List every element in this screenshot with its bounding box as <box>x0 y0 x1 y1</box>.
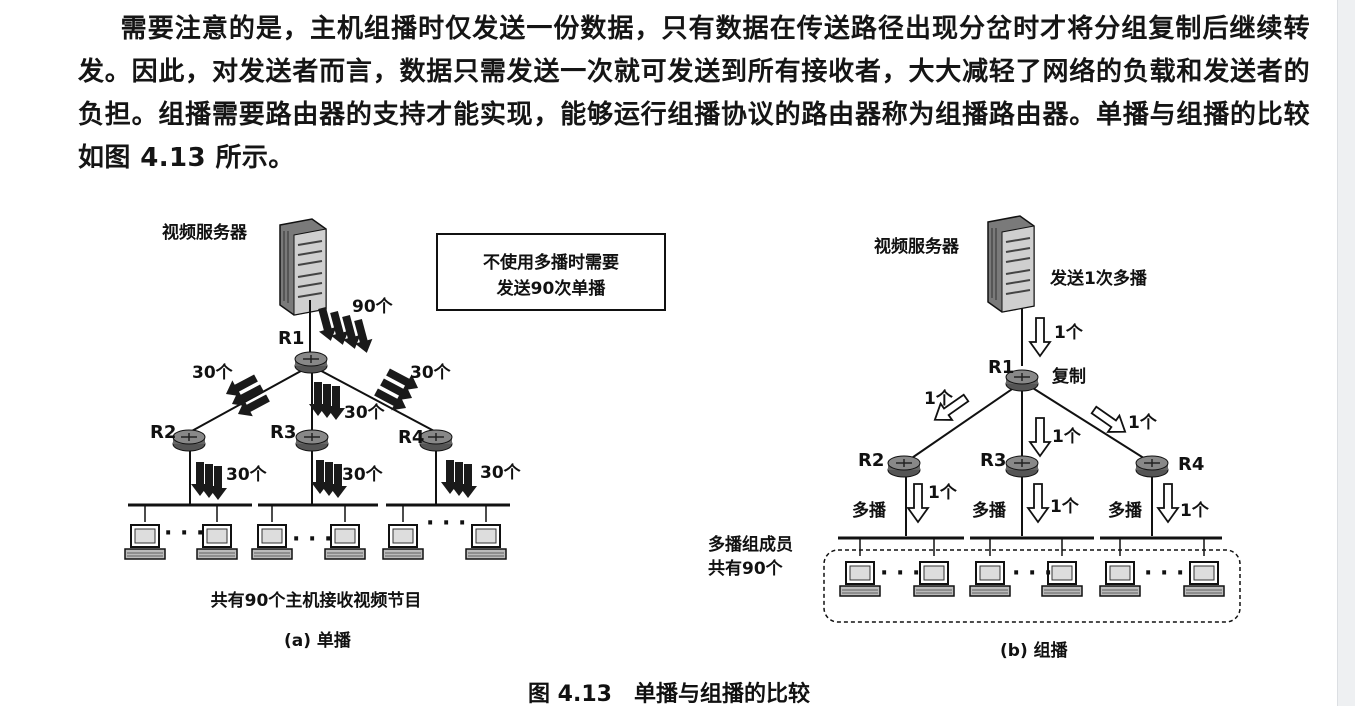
unicast-caption: (a) 单播 <box>284 631 351 651</box>
multicast-members-line1: 多播组成员 <box>708 534 793 555</box>
svg-text:· · ·: · · · <box>426 511 466 536</box>
unicast-label-r1: R1 <box>278 328 304 349</box>
multicast-lan-label-3: 多播 <box>1108 500 1143 521</box>
figure-title: 单播与组播的比较 <box>633 682 810 707</box>
multicast-arrow-mid <box>1029 417 1051 457</box>
svg-text:· · ·: · · · <box>1012 561 1052 586</box>
svg-text:· · ·: · · · <box>880 561 920 586</box>
unicast-label-r3: R3 <box>270 422 296 443</box>
unicast-count-left: 30个 <box>192 362 234 383</box>
multicast-label-r4: R4 <box>1178 454 1204 475</box>
unicast-label-r4: R4 <box>398 427 424 448</box>
unicast-hosts-label: 共有90个主机接收视频节目 <box>211 590 422 611</box>
multicast-count-top: 1个 <box>1054 322 1084 343</box>
unicast-count-lan1: 30个 <box>226 464 268 485</box>
multicast-server-icon <box>987 215 1035 313</box>
unicast-note-line2: 发送90次单播 <box>496 278 607 299</box>
multicast-arrow-lan2 <box>1027 483 1049 523</box>
paragraph-text: 需要注意的是，主机组播时仅发送一份数据，只有数据在传送路径出现分岔时才将分组复制… <box>78 14 1310 173</box>
unicast-count-lan2: 30个 <box>342 464 384 485</box>
multicast-arrow-top <box>1029 317 1051 357</box>
multicast-copy-label: 复制 <box>1051 366 1086 387</box>
figure-caption: 图 4.13 单播与组播的比较 <box>0 676 1338 708</box>
multicast-label-r1: R1 <box>988 357 1014 378</box>
unicast-count-r3: 30个 <box>344 402 386 423</box>
unicast-server-icon <box>279 218 327 316</box>
multicast-lan-count-3: 1个 <box>1180 500 1210 521</box>
unicast-arrows-r3 <box>309 382 345 420</box>
unicast-router-r1 <box>294 351 328 374</box>
unicast-count-top: 90个 <box>352 296 394 317</box>
body-paragraph: 需要注意的是，主机组播时仅发送一份数据，只有数据在传送路径出现分岔时才将分组复制… <box>78 8 1310 180</box>
multicast-router-r3 <box>1005 455 1039 478</box>
multicast-arrow-right <box>1087 400 1132 441</box>
multicast-members-line2: 共有90个 <box>708 558 784 579</box>
unicast-router-r3 <box>295 429 329 452</box>
multicast-lan-count-1: 1个 <box>928 482 958 503</box>
figure-number: 图 4.13 <box>528 682 612 707</box>
multicast-lan-count-2: 1个 <box>1050 496 1080 517</box>
multicast-lan-label-1: 多播 <box>852 500 887 521</box>
unicast-note-line1: 不使用多播时需要 <box>483 252 619 273</box>
multicast-router-r2 <box>887 455 921 478</box>
unicast-router-r4 <box>419 429 453 452</box>
multicast-send-label: 发送1次多播 <box>1049 268 1148 289</box>
unicast-label-r2: R2 <box>150 422 176 443</box>
svg-text:· · ·: · · · <box>292 527 332 552</box>
unicast-arrows-lan3 <box>441 460 477 498</box>
multicast-count-right: 1个 <box>1128 412 1158 433</box>
unicast-diagram: 视频服务器 不使用多播时需要 发送90次单播 R1 R2 R3 R4 <box>124 218 666 611</box>
unicast-count-right: 30个 <box>410 362 452 383</box>
unicast-count-lan3: 30个 <box>480 462 522 483</box>
multicast-caption: (b) 组播 <box>1000 641 1068 661</box>
unicast-arrows-lan1 <box>191 462 227 500</box>
scrollbar-track[interactable] <box>1337 0 1355 706</box>
svg-text:· · ·: · · · <box>1144 561 1184 586</box>
multicast-hosts: · · · · · · · · · <box>839 561 1225 597</box>
unicast-hosts: · · · · · · · · · <box>124 511 507 560</box>
multicast-arrow-lan3 <box>1157 483 1179 523</box>
multicast-label-r2: R2 <box>858 450 884 471</box>
multicast-diagram: 视频服务器 发送1次多播 R1 R2 R3 R4 1个 复制 1个 <box>708 215 1241 623</box>
multicast-arrow-lan1 <box>907 483 929 523</box>
unicast-router-r2 <box>172 429 206 452</box>
multicast-count-left: 1个 <box>924 388 954 409</box>
multicast-server-label: 视频服务器 <box>874 236 960 257</box>
multicast-count-mid: 1个 <box>1052 426 1082 447</box>
svg-text:· · ·: · · · <box>164 521 204 546</box>
multicast-router-r4 <box>1135 455 1169 478</box>
multicast-lan-label-2: 多播 <box>972 500 1007 521</box>
multicast-label-r3: R3 <box>980 450 1006 471</box>
unicast-server-label: 视频服务器 <box>162 222 248 243</box>
unicast-note-box <box>436 233 666 311</box>
